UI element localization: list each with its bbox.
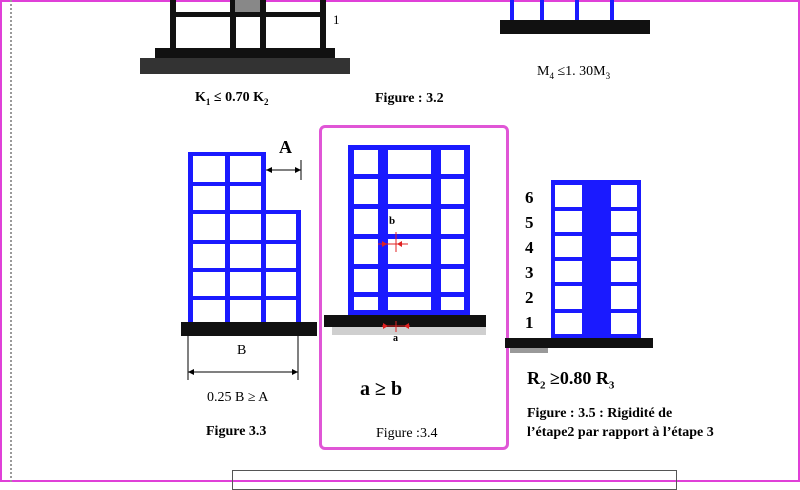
figure-3-4-drawing xyxy=(324,145,486,335)
figure-3-3-dim-a: A xyxy=(279,137,292,157)
figure-3-4-relation: a ≥ b xyxy=(360,378,403,400)
figure-3-4-mark-b: b xyxy=(389,215,396,227)
figure-3-5-relation: R2 ≥0.80 R3 xyxy=(527,368,615,392)
figure-3-3-relation: 0.25 B ≥ A xyxy=(207,390,269,405)
figure-3-4-caption: Figure :3.4 xyxy=(376,426,438,441)
figure-3-1-storey-tag: 1 xyxy=(333,12,340,27)
figure-3-4-mark-a: a xyxy=(393,333,398,344)
page-margin-rule xyxy=(10,0,12,482)
storey-label: 4 xyxy=(525,238,534,257)
figure-3-5-storey-labels: 6 5 4 3 2 1 xyxy=(525,185,545,335)
figure-3-2-caption: Figure : 3.2 xyxy=(375,91,444,106)
figure-3-4-highlight xyxy=(319,125,509,450)
storey-label: 1 xyxy=(525,313,534,332)
figure-3-1-relation: K1 ≤ 0.70 K2 xyxy=(195,90,269,107)
figure-3-3-dim-b: B xyxy=(237,343,247,358)
figure-3-3-drawing xyxy=(181,152,317,380)
figure-3-2-relation: M4 ≤1. 30M3 xyxy=(537,64,611,81)
storey-label: 2 xyxy=(525,288,534,307)
figure-3-2-drawing xyxy=(500,0,650,34)
storey-label: 6 xyxy=(525,188,534,207)
figure-3-3-caption: Figure 3.3 xyxy=(206,424,267,439)
figure-3-5-caption-line2: l’étape2 par rapport à l’étape 3 xyxy=(527,425,714,440)
figure-3-1-drawing xyxy=(140,0,350,74)
storey-label: 5 xyxy=(525,213,534,232)
next-figure-box xyxy=(232,470,677,490)
figure-3-5-drawing xyxy=(505,180,653,353)
storey-label: 3 xyxy=(525,263,534,282)
figure-3-5-caption-line1: Figure : 3.5 : Rigidité de xyxy=(527,406,673,421)
